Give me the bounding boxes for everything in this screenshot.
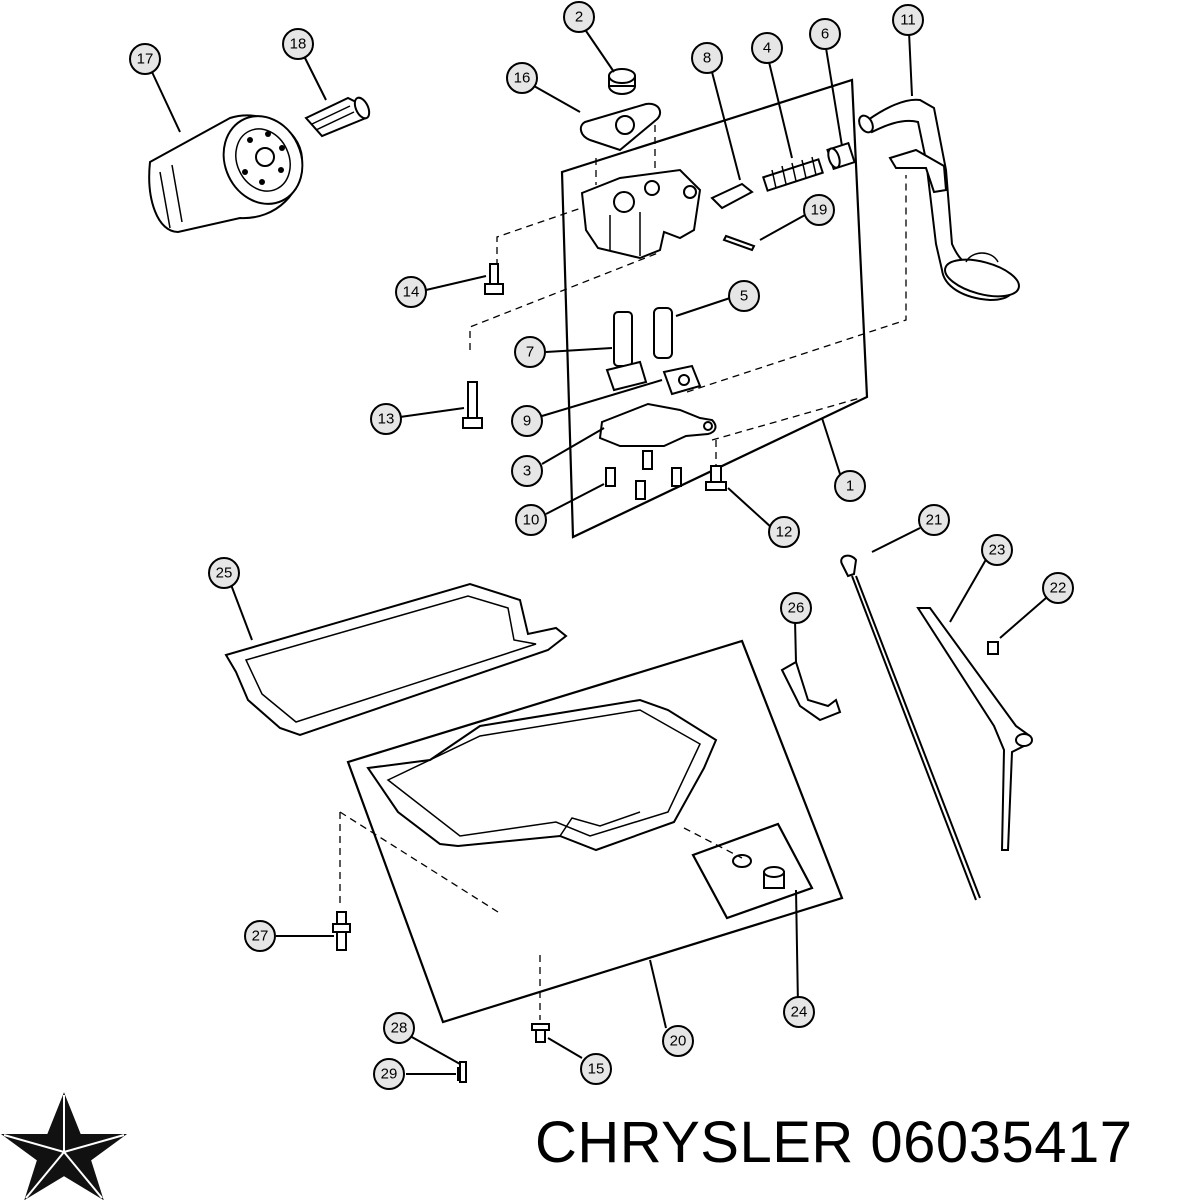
callout-label: 25 [216, 565, 233, 582]
callout-label: 27 [252, 928, 269, 945]
filter-adapter-part [304, 96, 371, 138]
callout-13: 13 [370, 403, 402, 435]
callout-label: 4 [763, 40, 771, 57]
callout-3: 3 [511, 455, 543, 487]
oil-pan-part [366, 698, 718, 852]
relief-spring-part [761, 156, 825, 192]
callout-9: 9 [511, 405, 543, 437]
callout-29: 29 [373, 1058, 405, 1090]
callout-label: 11 [900, 12, 916, 29]
callout-22: 22 [1042, 572, 1074, 604]
callout-24: 24 [783, 996, 815, 1028]
callout-4: 4 [751, 32, 783, 64]
oil-pan-stud-part [332, 911, 351, 951]
drive-shaft-gear-part [605, 311, 648, 392]
assembly-dashed-line [686, 175, 907, 393]
relief-valve-cap-part [826, 141, 856, 171]
callout-label: 17 [137, 51, 154, 68]
drain-plug-part [763, 866, 785, 889]
callout-26: 26 [780, 592, 812, 624]
pump-mounting-bolt-part [705, 465, 727, 491]
oil-pan-gasket-inner [244, 595, 537, 723]
oil-pan-frame [346, 639, 844, 1024]
callout-7: 7 [514, 336, 546, 368]
dipstick-tube-bolt-part [987, 641, 999, 655]
callout-label: 19 [811, 202, 828, 219]
assembly-dashed-line [496, 204, 591, 290]
callout-16: 16 [506, 62, 538, 94]
callout-23: 23 [981, 534, 1013, 566]
idler-shaft-part [653, 307, 673, 359]
idler-gear-part [662, 364, 702, 396]
callout-25: 25 [208, 557, 240, 589]
callout-label: 29 [381, 1066, 398, 1083]
callout-label: 12 [776, 524, 793, 541]
oil-pan-side-bolt-part [457, 1061, 467, 1083]
callout-8: 8 [691, 42, 723, 74]
callout-10: 10 [515, 504, 547, 536]
callout-17: 17 [129, 43, 161, 75]
callout-label: 8 [703, 50, 711, 67]
oil-pan-gasket-part [224, 582, 568, 737]
callout-label: 5 [740, 288, 748, 305]
callout-label: 22 [1050, 580, 1067, 597]
oil-pan-bolt-part [531, 1023, 550, 1043]
callout-5: 5 [728, 280, 760, 312]
callout-19: 19 [803, 194, 835, 226]
callout-label: 9 [523, 413, 531, 430]
bracket-part [780, 660, 842, 722]
dipstick-tube-part [916, 607, 1033, 851]
callout-label: 28 [391, 1020, 408, 1037]
callout-label: 7 [526, 344, 534, 361]
cover-bolt-part [605, 450, 682, 500]
callout-28: 28 [383, 1012, 415, 1044]
callout-label: 24 [791, 1004, 808, 1021]
callout-label: 15 [588, 1061, 605, 1078]
callout-label: 21 [926, 512, 943, 529]
assembly-dashed-line [683, 827, 743, 859]
dipstick-part [840, 554, 981, 901]
cotter-pin-part [722, 234, 756, 252]
callout-1: 1 [834, 470, 866, 502]
callout-label: 16 [514, 70, 531, 87]
callout-label: 23 [989, 542, 1006, 559]
callout-label: 18 [290, 36, 307, 53]
oil-pump-assembly-frame [560, 78, 869, 539]
pump-bolt-part [484, 263, 504, 295]
leader-lines [151, 27, 1047, 1075]
callout-14: 14 [395, 276, 427, 308]
pump-cover-part [598, 402, 717, 447]
callout-20: 20 [662, 1025, 694, 1057]
callout-label: 3 [523, 463, 531, 480]
oil-seal-part [608, 68, 636, 95]
assembly-dashed-line [711, 397, 861, 441]
callout-label: 13 [378, 411, 395, 428]
drain-plug-frame [691, 822, 814, 920]
callout-label: 2 [575, 9, 583, 26]
callout-label: 6 [821, 26, 829, 43]
callout-2: 2 [563, 1, 595, 33]
callout-27: 27 [244, 920, 276, 952]
callout-6: 6 [809, 18, 841, 50]
callout-label: 1 [846, 478, 854, 495]
long-pump-bolt-part [462, 381, 483, 429]
callout-15: 15 [580, 1053, 612, 1085]
callout-label: 14 [403, 284, 420, 301]
drain-plug-washer-part [732, 854, 752, 868]
callout-21: 21 [918, 504, 950, 536]
callout-label: 26 [788, 600, 805, 617]
oil-pump-body-part [580, 168, 702, 260]
callout-label: 10 [523, 512, 540, 529]
callout-18: 18 [282, 28, 314, 60]
chrysler-pentastar-logo [0, 1092, 128, 1200]
gasket-hole [615, 115, 635, 135]
brand-part-number-caption: CHRYSLER 06035417 [535, 1110, 1133, 1175]
callout-12: 12 [768, 516, 800, 548]
callout-label: 20 [670, 1033, 687, 1050]
callout-11: 11 [892, 4, 924, 36]
oil-pickup-tube-part [858, 98, 1020, 302]
relief-valve-part [710, 182, 754, 210]
oil-filter-part [148, 114, 304, 234]
